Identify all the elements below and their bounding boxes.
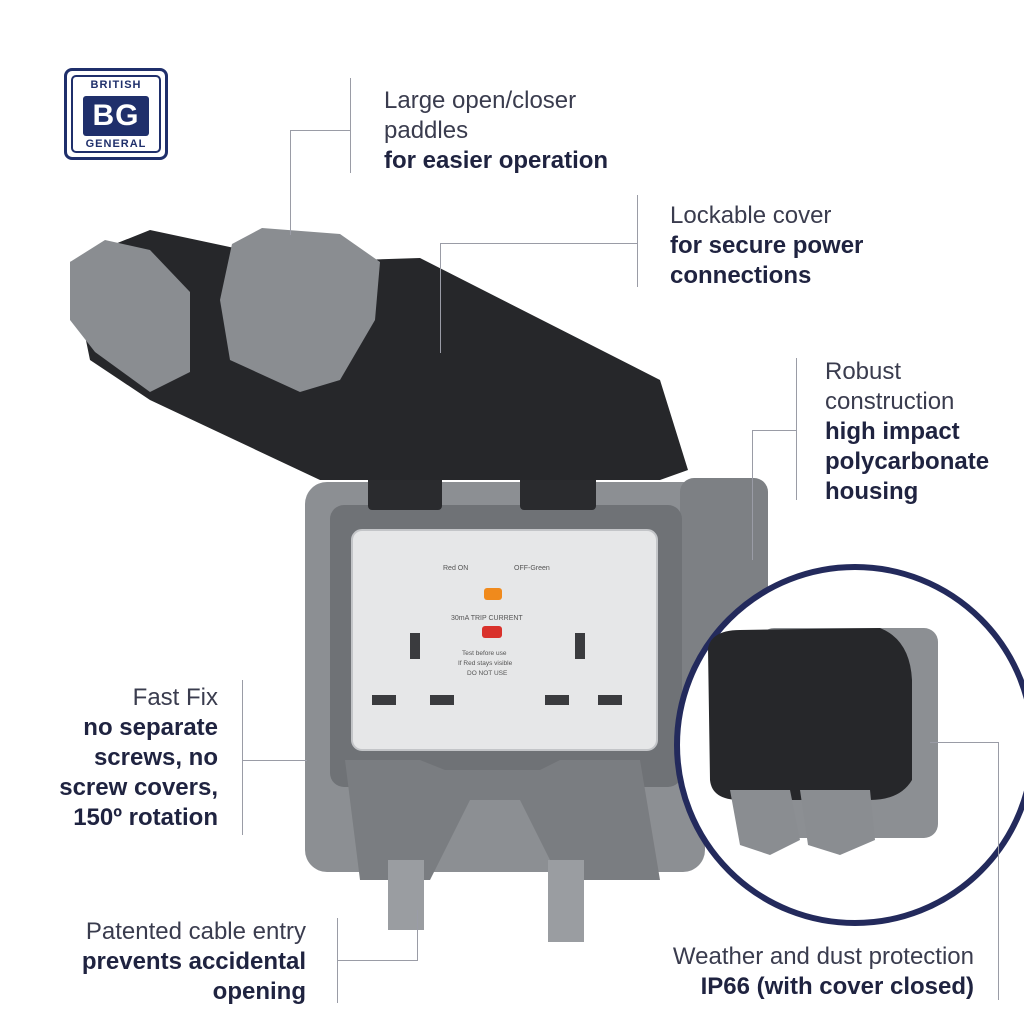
leader-line <box>796 358 797 500</box>
socket-pin <box>575 633 585 659</box>
socket-pin <box>410 633 420 659</box>
faceplate-warning-2: If Red stays visible <box>458 660 513 667</box>
lid-paddle-grey-left <box>70 240 190 392</box>
feature-robust-line2: construction <box>825 388 955 415</box>
feature-robust-bold1: high impact <box>825 418 960 445</box>
feature-cable-bold1: prevents accidental <box>81 948 306 975</box>
feature-fastfix-line1: Fast Fix <box>132 684 218 711</box>
feature-paddles-bold: for easier operation <box>384 147 609 174</box>
feature-fastfix-bold4: 150º rotation <box>73 804 218 831</box>
leader-line <box>752 430 753 560</box>
feature-cable-line1: Patented cable entry <box>85 918 306 945</box>
feature-weather-bold1: IP66 (with cover closed) <box>700 973 974 1000</box>
faceplate-warning-1: Test before use <box>462 650 507 657</box>
socket-pin <box>430 695 454 705</box>
socket-faceplate <box>351 529 658 751</box>
feature-cable-bold2: opening <box>212 978 306 1005</box>
feature-fastfix-bold1: no separate <box>83 714 218 741</box>
faceplate-warning-3: DO NOT USE <box>467 670 508 677</box>
logo-text-top: BRITISH <box>90 79 142 91</box>
leader-line <box>637 195 638 287</box>
feature-weather-line1: Weather and dust protection <box>672 943 974 970</box>
feature-cable: Patented cable entry prevents accidental… <box>20 917 306 1007</box>
faceplate-indicator-right: OFF-Green <box>514 565 550 572</box>
leader-line <box>290 130 291 235</box>
socket-pin <box>545 695 569 705</box>
feature-fastfix: Fast Fix no separate screws, no screw co… <box>20 683 218 833</box>
feature-fastfix-bold3: screw covers, <box>59 774 218 801</box>
logo-text-bottom: GENERAL <box>85 138 147 150</box>
leader-line <box>930 742 998 743</box>
rcd-indicator-amber <box>484 588 502 600</box>
leader-line <box>350 78 351 173</box>
british-general-logo: BRITISH BG GENERAL <box>64 68 168 160</box>
leader-line <box>440 243 441 353</box>
leader-line <box>290 130 350 131</box>
feature-robust-line1: Robust <box>825 358 902 385</box>
logo-frame: BRITISH BG GENERAL <box>71 75 161 153</box>
inset-paddles <box>730 790 875 855</box>
lid-paddle-grey-right <box>220 228 380 392</box>
leader-line <box>242 680 243 835</box>
faceplate-indicator-left: Red ON <box>443 565 468 572</box>
leader-line <box>752 430 796 431</box>
feature-lockable-bold1: for secure power <box>670 232 864 259</box>
feature-paddles: Large open/closer paddles for easier ope… <box>384 86 608 176</box>
leader-line <box>417 910 418 961</box>
cable-entry-right <box>548 860 584 942</box>
feature-fastfix-bold2: screws, no <box>93 744 218 771</box>
feature-robust-bold3: housing <box>825 478 919 505</box>
feature-robust: Robust construction high impact polycarb… <box>825 357 989 507</box>
cable-entry-left <box>388 860 424 930</box>
feature-weather: Weather and dust protection IP66 (with c… <box>560 942 974 1002</box>
feature-lockable-line1: Lockable cover <box>670 202 832 229</box>
rcd-test-button <box>482 626 502 638</box>
feature-lockable: Lockable cover for secure power connecti… <box>670 201 863 291</box>
leader-line <box>337 960 417 961</box>
logo-text-mid: BG <box>83 96 149 136</box>
leader-line <box>998 742 999 1000</box>
feature-lockable-bold2: connections <box>670 262 812 289</box>
feature-paddles-line1: Large open/closer <box>384 87 577 114</box>
socket-pin <box>372 695 396 705</box>
leader-line <box>242 760 307 761</box>
feature-robust-bold2: polycarbonate <box>825 448 990 475</box>
feature-paddles-line2: paddles <box>384 117 469 144</box>
socket-pin <box>598 695 622 705</box>
lower-cable-guard <box>345 760 660 880</box>
faceplate-trip-label: 30mA TRIP CURRENT <box>451 615 523 622</box>
inset-cover <box>708 628 912 800</box>
leader-line <box>440 243 637 244</box>
